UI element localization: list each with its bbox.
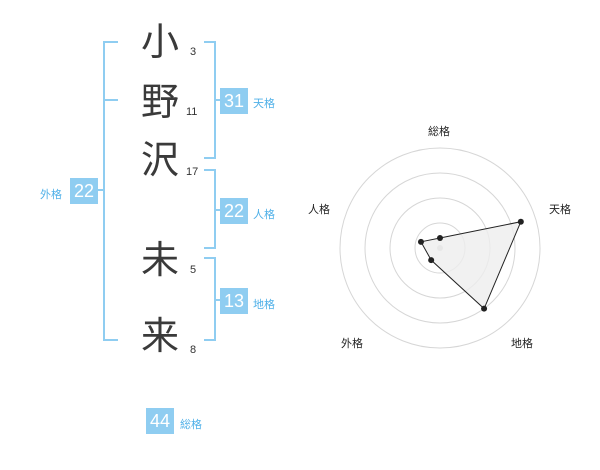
radar-axis-label-gaikaku: 外格 xyxy=(341,337,363,350)
radar-axis-label-tenkaku: 天格 xyxy=(549,203,571,216)
radar-point-0 xyxy=(437,235,443,241)
gaikaku-value: 22 xyxy=(70,178,98,204)
radar-axis-label-soukaku: 総格 xyxy=(428,125,450,138)
radar-point-2 xyxy=(481,305,488,312)
stroke-count-5: 8 xyxy=(190,344,197,356)
stroke-count-3: 17 xyxy=(186,166,199,178)
radar-ring xyxy=(339,147,541,349)
name-char-1: 小 xyxy=(140,20,179,64)
radar-ring xyxy=(364,172,516,324)
radar-point-4 xyxy=(417,238,424,245)
stroke-count-4: 5 xyxy=(190,264,197,276)
stroke-count-2: 11 xyxy=(186,106,198,118)
radar-axis-label-jinkaku: 人格 xyxy=(308,203,330,216)
name-char-2: 野 xyxy=(140,80,179,124)
radar-polygon xyxy=(420,221,522,310)
radar-axis-label-chikaku: 地格 xyxy=(511,337,533,350)
name-char-4: 未 xyxy=(140,238,179,282)
stroke-count-1: 3 xyxy=(190,46,197,58)
radar-point-1 xyxy=(517,218,524,225)
name-char-5: 来 xyxy=(140,314,179,358)
jinkaku-value: 22 xyxy=(220,198,248,224)
tenkaku-label: 天格 xyxy=(253,97,275,110)
tenkaku-value: 31 xyxy=(220,88,248,114)
jinkaku-label: 人格 xyxy=(253,208,275,221)
name-char-3: 沢 xyxy=(140,138,179,182)
soukaku-value: 44 xyxy=(146,408,174,434)
chikaku-value: 13 xyxy=(220,288,248,314)
soukaku-label: 総格 xyxy=(180,418,202,431)
chikaku-label: 地格 xyxy=(253,298,275,311)
radar-point-3 xyxy=(428,257,435,264)
gaikaku-label: 外格 xyxy=(40,188,62,201)
